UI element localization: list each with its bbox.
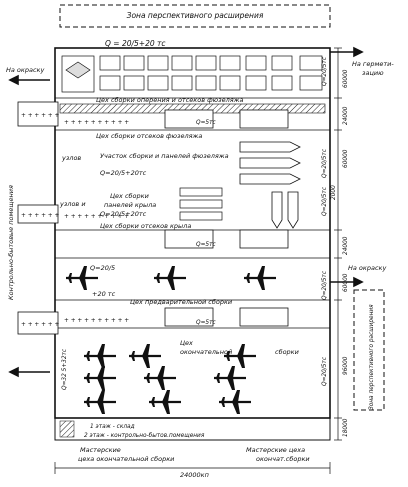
width-dimension-label: 24000кп — [180, 471, 209, 479]
cks-boxes — [164, 109, 289, 327]
right-crane-labels: Q=20/5тс Q=20/5тс Q=20/5тс Q=20/5тс Q=20… — [322, 56, 328, 386]
svg-text:60000: 60000 — [343, 69, 349, 88]
svg-text:96000: 96000 — [343, 356, 349, 375]
right-dimension-chain — [334, 47, 342, 441]
fuselage-arrows — [239, 141, 301, 185]
crane-5t-3: Q=5тс — [196, 320, 216, 326]
workshop-left-2: цеха окончательной сборки — [78, 455, 174, 463]
crane-left-low: Q=32 5+32тс — [62, 348, 68, 390]
crane-prelim-2: +20 тс — [92, 290, 116, 298]
svg-text:60000: 60000 — [343, 149, 349, 168]
top-zone-label: Зона перспективного расширения — [127, 11, 264, 20]
top-bay-equipment — [61, 55, 323, 93]
crane-5t-2: Q=5тс — [196, 242, 216, 248]
shop-wing-sections-label: Цех сборки отсеков крыла — [100, 222, 191, 230]
right-zone-label: Зона перспективного расширения — [369, 304, 375, 410]
bottom-building — [54, 417, 331, 441]
shop-prelim-label: Цех предварительной сборки — [130, 298, 232, 306]
floor-2-label: 2 этаж - контрольно-бытов.помещения — [84, 433, 205, 439]
svg-text:+ + + + + +: + + + + + + — [21, 322, 59, 328]
wing-panels-label-2: панелей крыла — [104, 201, 156, 209]
svg-text:+ + + + + +: + + + + + + — [21, 213, 59, 219]
crane-wing: Q=20/5+20тс — [100, 210, 147, 218]
svg-text:Q=20/5тс: Q=20/5тс — [322, 186, 328, 216]
svg-text:+ + + + + + + + + +: + + + + + + + + + + — [64, 214, 129, 220]
to-paint-left: На окраску — [6, 66, 44, 74]
svg-text:+ + + + + + + + + +: + + + + + + + + + + — [64, 120, 129, 126]
cross-marks: + + + + + + + + + + + + + + + + + + + + … — [21, 113, 129, 328]
workshop-left-1: Мастерские — [80, 446, 121, 454]
svg-text:24000: 24000 — [343, 106, 349, 125]
to-paint-right: На окраску — [348, 264, 386, 272]
nodes-label-2: узлов и — [59, 200, 86, 208]
wing-panels — [179, 187, 223, 221]
right-expansion-zone — [353, 289, 385, 411]
top-expansion-zone — [59, 4, 331, 28]
crane-5t-1: Q=5тс — [196, 120, 216, 126]
bottom-hatch — [59, 420, 75, 438]
svg-text:Q=20/5тс: Q=20/5тс — [322, 356, 328, 386]
tail-fins — [271, 191, 299, 229]
svg-text:+ + + + + + + + + +: + + + + + + + + + + — [64, 318, 129, 324]
crane-prelim-1: Q=20/5 — [90, 264, 115, 272]
svg-text:Q=20/5тс: Q=20/5тс — [322, 270, 328, 300]
nodes-label-1: узлов — [61, 154, 81, 162]
svg-text:+ + + + + +: + + + + + + — [21, 113, 59, 119]
svg-text:18000: 18000 — [343, 418, 349, 437]
svg-text:2000: 2000 — [331, 185, 337, 200]
shop-tail-label: Цех сборки оперения и отсеков фюзеляжа — [96, 96, 243, 104]
crane-mid-1: Q=20/5+20тс — [100, 169, 147, 177]
to-hermetization: На гермети-зацию — [352, 60, 394, 77]
svg-text:24000: 24000 — [343, 236, 349, 255]
workshop-right-1: Мастерские цеха — [246, 446, 305, 454]
svg-text:60000: 60000 — [343, 273, 349, 292]
final-label-2: окончательной — [180, 348, 232, 356]
final-label-1: Цех — [180, 339, 193, 347]
svg-text:Q=20/5тс: Q=20/5тс — [322, 148, 328, 178]
width-dimension — [54, 462, 331, 474]
crane-capacity-top: Q = 20/5+20 тс — [105, 39, 166, 48]
svg-text:Q=20/5тс: Q=20/5тс — [322, 56, 328, 86]
workshop-right-2: окончат.сборки — [256, 455, 310, 463]
fuselage-section-label: Участок сборки и панелей фюзеляжа — [100, 152, 229, 160]
shop-fuselage-sections-label: Цех сборки отсеков фюзеляжа — [96, 132, 202, 140]
side-label: Контрольно-бытовые помещения — [7, 185, 15, 300]
right-arrows — [330, 46, 364, 288]
left-aux-blocks — [17, 101, 59, 335]
wing-panels-label-1: Цех сборки — [110, 192, 149, 200]
right-dimension-labels: 60000 24000 60000 24000 60000 96000 1800… — [331, 69, 349, 437]
floor-1-label: 1 этаж - склад — [90, 424, 135, 430]
final-label-3: сборки — [275, 348, 299, 356]
left-arrows — [8, 74, 50, 378]
